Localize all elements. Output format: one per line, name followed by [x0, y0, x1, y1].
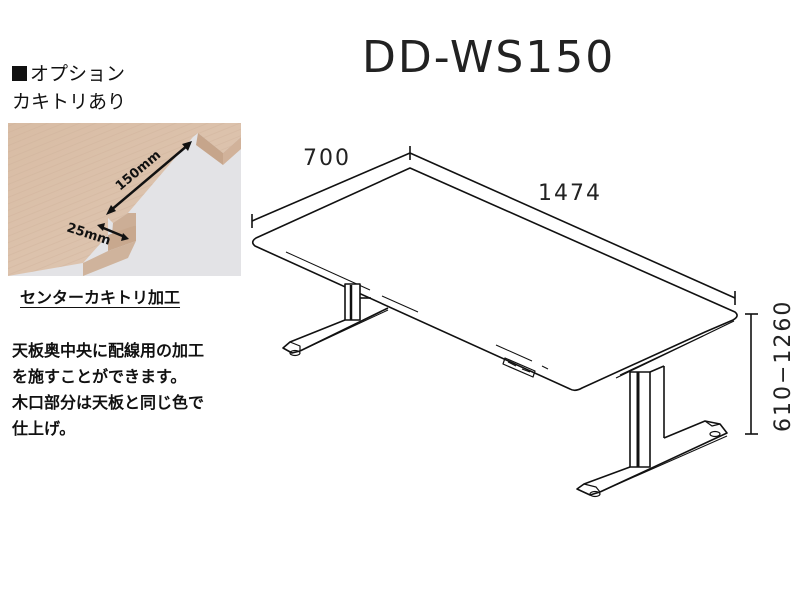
description-line: 木口部分は天板と同じ色で — [12, 393, 205, 412]
height-label: 610−1260 — [771, 300, 796, 432]
description: 天板奥中央に配線用の加工 を施すことができます。 木口部分は天板と同じ色で 仕上… — [12, 338, 262, 442]
depth-dimension-line — [251, 152, 411, 222]
photo-caption: センターカキトリ加工 — [20, 288, 181, 307]
square-bullet-icon — [12, 66, 27, 81]
control-panel — [502, 357, 536, 378]
tabletop — [251, 167, 738, 392]
right-leg-column — [629, 371, 651, 468]
left-leg-column — [344, 283, 361, 321]
left-foot — [282, 307, 389, 354]
right-foot — [576, 420, 728, 496]
option-subtitle: カキトリあり — [12, 91, 127, 113]
option-title: オプション — [30, 63, 126, 85]
description-line: 仕上げ。 — [12, 419, 76, 438]
description-line: 天板奥中央に配線用の加工 — [12, 341, 205, 360]
option-heading: オプション カキトリあり — [12, 60, 126, 116]
width-label: 1474 — [538, 181, 602, 206]
description-line: を施すことができます。 — [12, 367, 187, 386]
cutout-photo: 150mm 25mm — [8, 123, 241, 276]
depth-label: 700 — [303, 146, 351, 171]
width-dimension-line — [409, 152, 736, 299]
model-name: DD-WS150 — [362, 32, 616, 83]
